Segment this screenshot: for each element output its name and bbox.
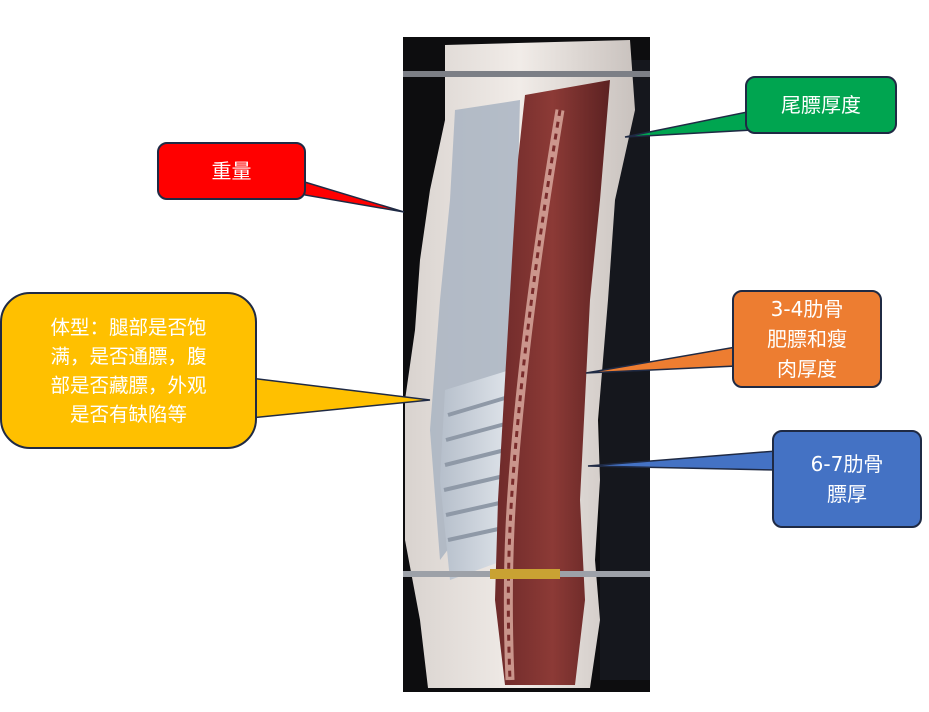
body-shape-label: 体型：腿部是否饱 满，是否通膘，腹 部是否藏膘，外观 是否有缺陷等 [0,292,257,449]
rod-band [490,569,560,579]
carcass-meat [495,80,610,685]
rib-section [440,370,510,580]
rib-3-4-label: 3-4肋骨 肥膘和瘦 肉厚度 [732,290,882,388]
hanging-rod-top [403,71,650,77]
weight-pointer [296,178,405,213]
tail-fat-label: 尾膘厚度 [745,76,897,134]
rib-6-7-label: 6-7肋骨 膘厚 [772,430,922,528]
weight-label: 重量 [157,142,306,200]
